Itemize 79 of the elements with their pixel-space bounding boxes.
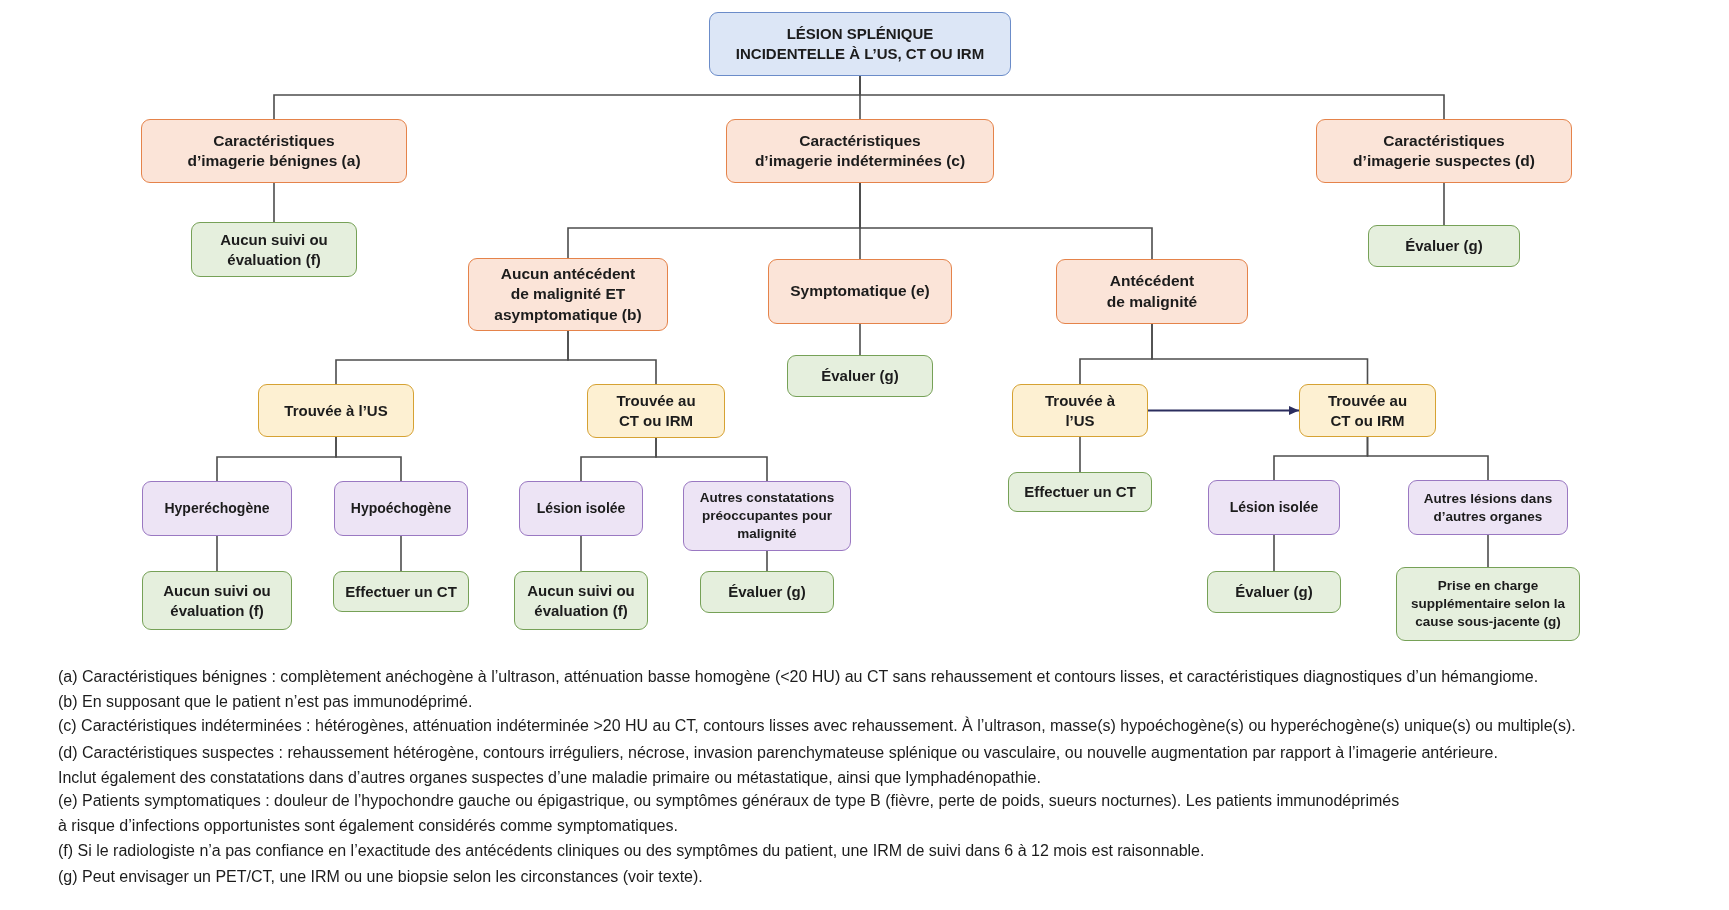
- finding-box: [1408, 480, 1568, 535]
- node-text: Effectuer un CT: [1024, 482, 1136, 502]
- footnote: (e) Patients symptomatiques : douleur de l’hypochondre gauche ou épigastrique, ou symptômes généraux de type B (fièvre, perte de poids, sueurs nocturnes). Les patients immunodéprimés à risque d’infections opportunistes sont également considérés comme symptomatiques.: [58, 791, 1400, 836]
- node-text: Trouvée à l’US: [284, 400, 388, 421]
- category-box: [141, 119, 407, 183]
- connector-line: [580, 535, 582, 572]
- node-text: Évaluer (g): [1405, 236, 1483, 256]
- node-text: Aucun antécédent de malignité ET asymptomatique (b): [494, 263, 642, 325]
- footnote: (f) Si le radiologiste n’a pas confiance en l’exactitude des antécédents cliniques ou des symptômes du patient, une IRM de suivi dans 6 à 12 mois est raisonnable.: [58, 841, 1205, 861]
- finding-box: [519, 481, 643, 536]
- connector-line: [859, 323, 861, 356]
- connector-line: [335, 436, 402, 482]
- action-box: [142, 571, 292, 630]
- footnote: (d) Caractéristiques suspectes : rehaussement hétérogène, contours irréguliers, nécrose, invasion parenchymateuse splénique ou vasculaire, ou nouvelle augmentation par rapport à l’imagerie antérieure. Inclut également des constatations dans d’autres organes suspectes d’une maladie primaire ou métastatique, ainsi que lymphadénopathie.: [58, 743, 1498, 788]
- node-text: Effectuer un CT: [345, 581, 457, 602]
- node-text: Caractéristiques d’imagerie indéterminées (c): [754, 130, 966, 171]
- finding-box: [1208, 480, 1340, 535]
- connector-line: [273, 182, 275, 223]
- connector-line: [400, 535, 402, 572]
- action-box: [700, 571, 834, 613]
- connector-line: [1487, 534, 1489, 568]
- connector-line: [1443, 182, 1445, 226]
- node-text: Caractéristiques d’imagerie suspectes (d): [1353, 130, 1535, 171]
- node-text: Symptomatique (e): [790, 281, 930, 302]
- node-text: Antécédent de malignité: [1106, 271, 1198, 312]
- footnote: (a) Caractéristiques bénignes : complètement anéchogène à l’ultrason, atténuation basse homogène (<20 HU) au CT sans rehaussement et contours lisses, et caractéristiques diagnostiques d’un hémangiome.: [58, 667, 1539, 687]
- finding-box: [142, 481, 292, 536]
- action-box: [1368, 225, 1520, 267]
- node-text: Aucun suivi ou évaluation (f): [527, 580, 635, 621]
- node-text: Lésion isolée: [536, 499, 626, 518]
- node-text: Lésion isolée: [1229, 498, 1319, 517]
- action-box: [333, 571, 469, 612]
- connector-line: [859, 75, 1445, 120]
- connector-line: [1273, 534, 1275, 572]
- node-text: Trouvée à l’US: [1044, 390, 1115, 431]
- finding-box: [334, 481, 468, 536]
- node-text: Autres constatations préoccupantes pour malignité: [699, 489, 835, 543]
- finding-box: [683, 481, 851, 551]
- connector-line: [859, 182, 1153, 260]
- node-text: Aucun suivi ou évaluation (f): [220, 229, 328, 270]
- modality-box: [258, 384, 414, 437]
- footnote: (c) Caractéristiques indéterminées : hétérogènes, atténuation indéterminée >20 HU au CT, contours lisses avec rehaussement. À l’ultrason, masse(s) hypoéchogène(s) ou hyperéchogène(s) unique(s) ou multiple(s).: [58, 715, 1576, 736]
- footnote: (b) En supposant que le patient n’est pas immunodéprimé.: [58, 691, 473, 712]
- connector-line: [1366, 436, 1489, 481]
- connector-line: [567, 330, 657, 385]
- node-text: Évaluer (g): [728, 582, 806, 602]
- category-box: [1316, 119, 1572, 183]
- node-text: Trouvée au CT ou IRM: [616, 391, 696, 431]
- category-box: [726, 119, 994, 183]
- category-box: [768, 259, 952, 324]
- node-text: Hyperéchogène: [164, 499, 270, 518]
- connector-line: [1079, 436, 1081, 473]
- node-text: Trouvée au CT ou IRM: [1327, 390, 1408, 431]
- node-text: Hypoéchogène: [350, 499, 452, 518]
- action-box: [191, 222, 357, 277]
- node-text: Prise en charge supplémentaire selon la cause sous-jacente (g): [1411, 577, 1565, 631]
- node-text: LÉSION SPLÉNIQUE INCIDENTELLE À L’US, CT OU IRM: [735, 24, 985, 64]
- modality-box: [1012, 384, 1148, 437]
- modality-box: [587, 384, 725, 438]
- node-text: Évaluer (g): [821, 366, 899, 386]
- connector-line: [216, 535, 218, 572]
- connector-line: [655, 437, 768, 482]
- modality-box: [1299, 384, 1436, 437]
- node-text: Autres lésions dans d’autres organes: [1423, 489, 1553, 526]
- category-box: [1056, 259, 1248, 324]
- footnote: (g) Peut envisager un PET/CT, une IRM ou une biopsie selon les circonstances (voir texte).: [58, 867, 703, 887]
- connector-line: [766, 550, 768, 572]
- node-text: Aucun suivi ou évaluation (f): [163, 580, 271, 621]
- action-box: [1008, 472, 1152, 512]
- connector-line: [1151, 323, 1369, 385]
- title-box: [709, 12, 1011, 76]
- action-box: [1396, 567, 1580, 641]
- category-box: [468, 258, 668, 331]
- arrow: [1147, 406, 1300, 415]
- action-box: [514, 571, 648, 630]
- action-box: [1207, 571, 1341, 613]
- node-text: Caractéristiques d’imagerie bénignes (a): [187, 130, 361, 171]
- action-box: [787, 355, 933, 397]
- node-text: Évaluer (g): [1235, 582, 1313, 602]
